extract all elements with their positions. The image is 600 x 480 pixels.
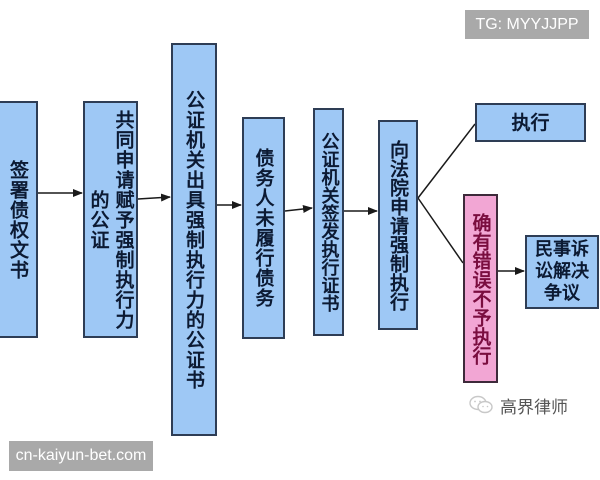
node-debtor-default: 债务人未履行债务 — [242, 117, 285, 339]
node-notary-execution-certificate: 公证机关签发执行证书 — [313, 108, 344, 336]
author-credit: 高界律师 — [468, 393, 568, 418]
node-court-enforcement-application: 向法院申请强制执行 — [378, 120, 418, 330]
edge-n2-n3 — [137, 193, 171, 202]
watermark-top: TG: MYYJJPP — [465, 10, 589, 39]
node-joint-notarization-application: 共同申请赋予强制执行力的公证 — [83, 101, 138, 338]
node-label: 签署债权文书 — [7, 159, 29, 280]
edge-n6-n7 — [417, 123, 476, 199]
watermark-bottom: cn-kaiyun-bet.com — [9, 441, 153, 471]
node-label: 向法院申请强制执行 — [387, 139, 409, 311]
node-refuse-enforcement: 确有错误不予执行 — [463, 194, 498, 383]
author-name: 高界律师 — [500, 397, 568, 418]
node-notary-issues-certificate: 公证机关出具强制执行力的公证书 — [171, 43, 217, 436]
node-label: 公证机关出具强制执行力的公证书 — [183, 89, 205, 390]
edge-n6-n8 — [417, 197, 464, 264]
node-label: 确有错误不予执行 — [469, 212, 492, 365]
node-label: 共同申请赋予强制执行力的公证 — [87, 109, 135, 330]
node-civil-litigation: 民事诉 讼解决 争议 — [525, 235, 599, 309]
wechat-icon — [469, 395, 493, 414]
node-label: 债务人未履行债务 — [252, 148, 275, 308]
node-label: 民事诉 讼解决 争议 — [535, 239, 589, 304]
node-label: 公证机关签发执行证书 — [318, 132, 340, 312]
node-sign-debt-document: 签署债权文书 — [0, 101, 38, 338]
node-execute: 执行 — [475, 103, 586, 142]
node-label: 执行 — [511, 111, 550, 134]
edge-n4-n5 — [284, 205, 313, 213]
